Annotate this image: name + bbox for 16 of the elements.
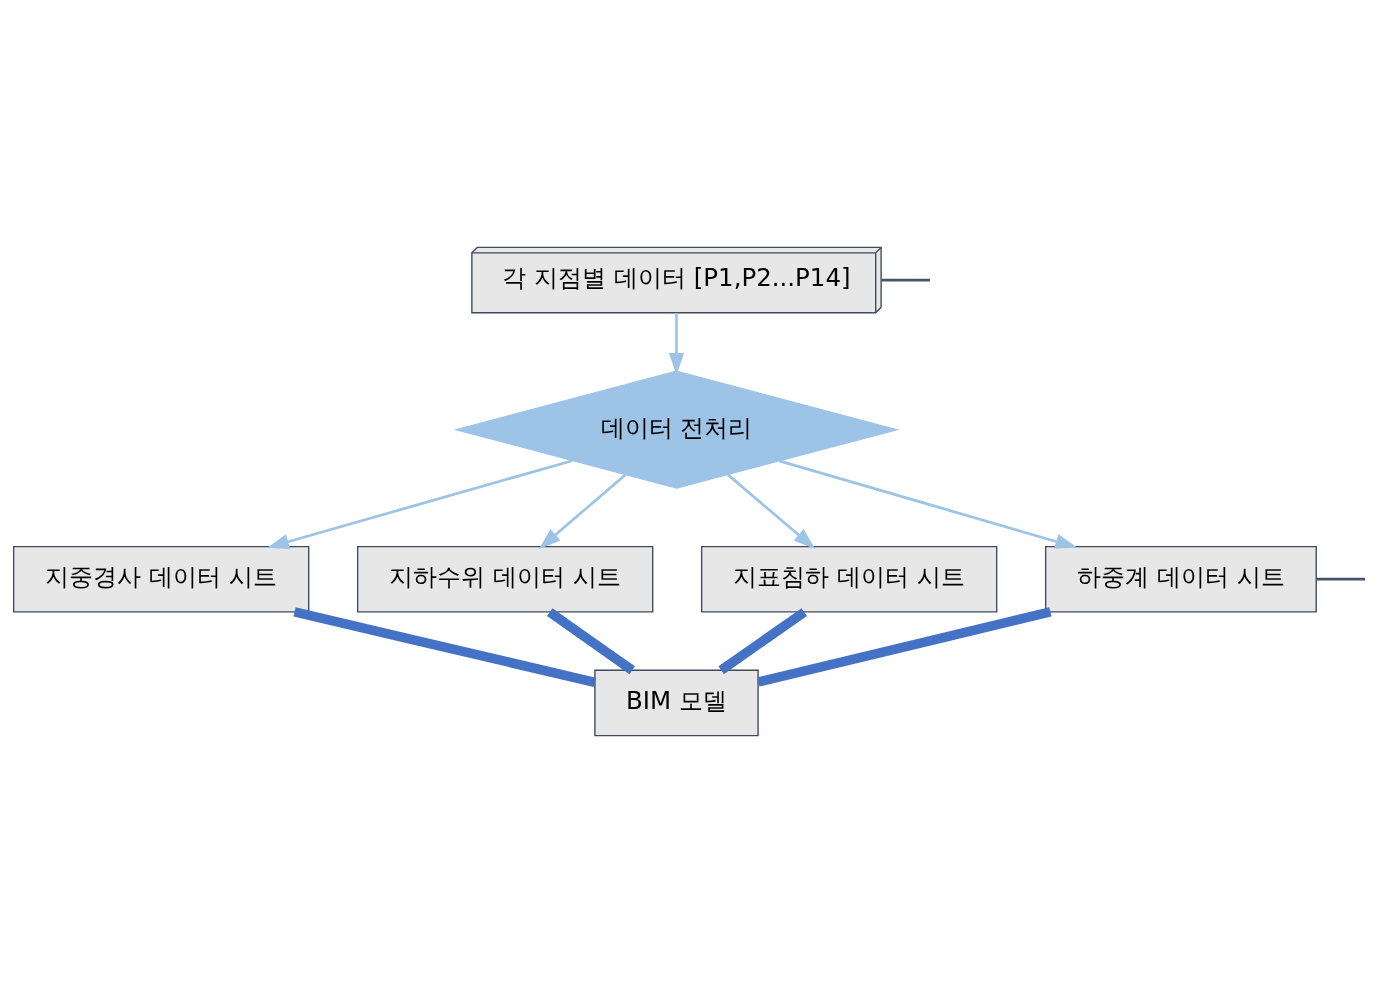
arrow xyxy=(726,473,816,549)
connector xyxy=(757,607,1052,687)
node-box: 하중계 데이터 시트 xyxy=(1044,545,1317,613)
connector xyxy=(718,608,807,675)
connector xyxy=(293,607,596,687)
arrow xyxy=(778,459,1078,549)
arrow xyxy=(267,459,573,550)
node-box: 지표침하 데이터 시트 xyxy=(700,545,998,613)
connector xyxy=(881,278,930,282)
connector xyxy=(547,608,635,675)
node-box: BIM 모델 xyxy=(594,669,759,737)
node-box: 지중경사 데이터 시트 xyxy=(13,545,310,613)
node-box: 지하수위 데이터 시트 xyxy=(357,545,654,613)
arrow xyxy=(538,473,627,549)
connector xyxy=(1316,577,1366,581)
node-diamond: 데이터 전처리 xyxy=(453,370,900,489)
